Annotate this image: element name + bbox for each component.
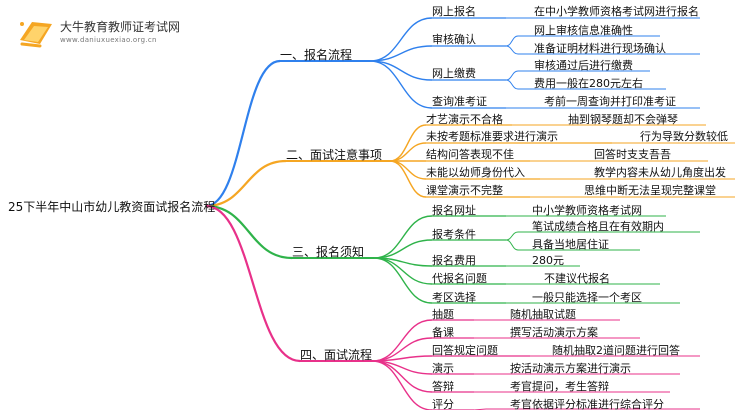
connector-branch-1-node-4 bbox=[369, 60, 433, 109]
connector-branch-4-node-6 bbox=[371, 360, 433, 410]
node-proxy-registration: 代报名问题 bbox=[432, 272, 487, 285]
connector-branch-2-node-2 bbox=[389, 142, 427, 162]
connector-root-branch-3 bbox=[205, 204, 293, 260]
node-fee: 报名费用 bbox=[432, 254, 476, 267]
node-draw-question: 抽题 bbox=[432, 308, 454, 321]
logo-subtitle: www.daniuxuexiao.org.cn bbox=[60, 36, 157, 44]
connector-branch-1-node-2 bbox=[369, 45, 433, 62]
connector-branch-2-node-5 bbox=[389, 160, 427, 198]
connector-root-branch-1 bbox=[205, 59, 281, 208]
connector-node-3-2-leaf-1 bbox=[505, 231, 519, 241]
connector-branch-3-node-1 bbox=[373, 215, 433, 259]
connector-node-3-2-leaf-2 bbox=[505, 239, 519, 251]
leaf-2-1-1: 抽到钢琴题却不会弹琴 bbox=[568, 113, 678, 126]
leaf-3-2-1: 笔试成绩合格且在有效期内 bbox=[532, 220, 664, 233]
leaf-2-3-1: 回答时支支吾吾 bbox=[594, 148, 671, 161]
node-talent-fail: 才艺演示不合格 bbox=[426, 113, 503, 126]
leaf-1-4-1: 考前一周查询并打印准考证 bbox=[544, 95, 676, 108]
node-answer-questions: 回答规定问题 bbox=[432, 344, 498, 357]
node-admission-ticket: 查询准考证 bbox=[432, 95, 487, 108]
node-online-registration: 网上报名 bbox=[432, 5, 476, 18]
connector-root-branch-2 bbox=[205, 159, 287, 208]
leaf-1-3-1: 审核通过后进行缴费 bbox=[534, 59, 633, 72]
leaf-4-3-1: 随机抽取2道问题进行回答 bbox=[552, 344, 680, 357]
node-review-confirm: 审核确认 bbox=[432, 33, 476, 46]
leaf-2-2-1: 行为导致分数较低 bbox=[640, 130, 728, 143]
node-teacher-role: 未能以幼师身份代入 bbox=[426, 166, 525, 179]
connector-branch-4-node-5 bbox=[371, 360, 433, 393]
node-scoring: 评分 bbox=[432, 398, 454, 411]
leaf-3-2-2: 具备当地居住证 bbox=[532, 238, 609, 251]
root-topic: 25下半年中山市幼儿教资面试报名流程 bbox=[8, 200, 216, 214]
connector-branch-3-node-2 bbox=[373, 239, 433, 259]
branch-registration-notice: 三、报名须知 bbox=[292, 245, 365, 259]
connector-branch-2-node-4 bbox=[389, 160, 427, 180]
node-not-standard: 未按考题标准要求进行演示 bbox=[426, 130, 558, 143]
leaf-1-3-2: 费用一般在280元左右 bbox=[534, 77, 643, 90]
branch-registration-process: 一、报名流程 bbox=[280, 48, 353, 62]
node-structured-qa: 结构问答表现不佳 bbox=[426, 148, 514, 161]
logo: 大牛教育教师证考试网 www.daniuxuexiao.org.cn bbox=[16, 14, 256, 50]
leaf-3-1-1: 中小学教师资格考试网 bbox=[532, 204, 642, 217]
leaf-2-4-1: 教学内容未从幼儿角度出发 bbox=[594, 166, 726, 179]
connector-node-1-2-leaf-2 bbox=[505, 45, 519, 55]
branch-interview-process: 四、面试流程 bbox=[300, 348, 373, 362]
node-eligibility: 报考条件 bbox=[432, 228, 476, 241]
node-class-incomplete: 课堂演示不完整 bbox=[426, 184, 503, 197]
leaf-4-1-1: 随机抽取试题 bbox=[510, 308, 576, 321]
connector-node-1-3-leaf-2 bbox=[505, 79, 519, 90]
connector-branch-4-node-3 bbox=[371, 355, 433, 362]
leaf-1-2-2: 准备证明材料进行现场确认 bbox=[534, 42, 666, 55]
leaf-4-4-1: 按活动演示方案进行演示 bbox=[510, 362, 631, 375]
leaf-1-1-1: 在中小学教师资格考试网进行报名 bbox=[534, 5, 699, 18]
node-prepare: 备课 bbox=[432, 326, 454, 339]
leaf-3-4-1: 不建议代报名 bbox=[544, 272, 610, 285]
node-online-payment: 网上缴费 bbox=[432, 67, 476, 80]
logo-title: 大牛教育教师证考试网 bbox=[60, 20, 181, 34]
node-exam-area: 考区选择 bbox=[432, 291, 476, 304]
branch-interview-notes: 二、面试注意事项 bbox=[286, 148, 383, 162]
leaf-3-3-1: 280元 bbox=[532, 254, 564, 267]
node-registration-site: 报名网址 bbox=[432, 204, 476, 217]
connector-node-1-2-leaf-1 bbox=[505, 35, 519, 47]
connector-branch-4-node-1 bbox=[371, 319, 433, 362]
connector-branch-3-node-5 bbox=[373, 257, 433, 304]
connector-branch-1-node-3 bbox=[369, 60, 433, 81]
node-demonstration: 演示 bbox=[432, 362, 454, 375]
node-defense: 答辩 bbox=[432, 380, 454, 393]
leaf-4-6-1: 考官依据评分标准进行综合评分 bbox=[510, 398, 664, 411]
leaf-4-5-1: 考官提问，考生答辩 bbox=[510, 380, 609, 393]
book-logo-icon bbox=[20, 22, 52, 48]
leaf-3-5-1: 一般只能选择一个考区 bbox=[532, 291, 642, 304]
leaf-2-5-1: 思维中断无法呈现完整课堂 bbox=[584, 184, 716, 197]
connector-root-branch-4 bbox=[205, 204, 301, 363]
connector-node-1-3-leaf-1 bbox=[505, 70, 519, 81]
leaf-1-2-1: 网上审核信息准确性 bbox=[534, 24, 633, 37]
leaf-4-2-1: 撰写活动演示方案 bbox=[510, 326, 598, 339]
connector-branch-1-node-1 bbox=[369, 17, 433, 62]
